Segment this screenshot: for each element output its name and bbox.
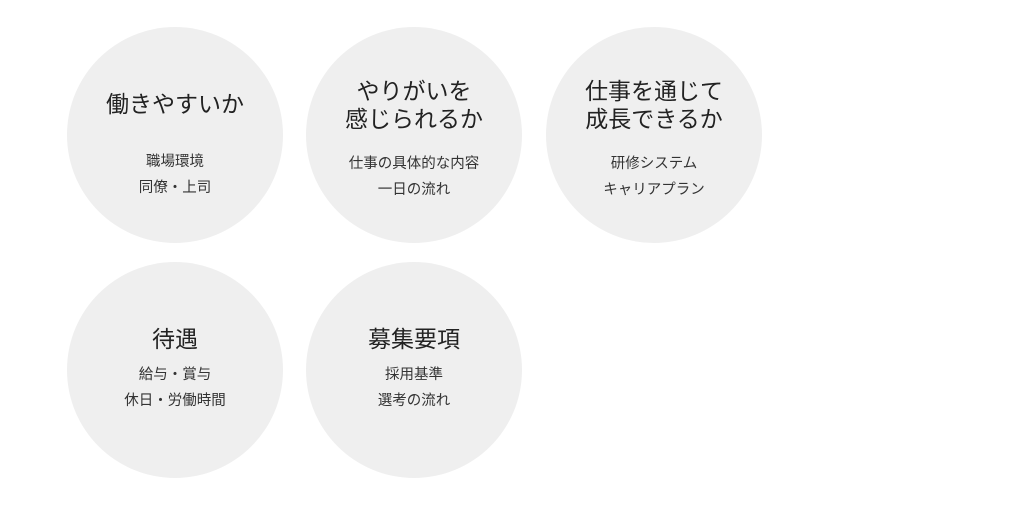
card-work-environment[interactable]: 働きやすいか 職場環境 同僚・上司 <box>67 27 283 243</box>
card-title-line: 待遇 <box>152 327 198 353</box>
card-item: 職場環境 <box>146 154 204 170</box>
card-item-list: 仕事の具体的な内容 一日の流れ <box>349 151 480 203</box>
card-item-list: 採用基準 選考の流れ <box>378 362 451 414</box>
card-compensation[interactable]: 待遇 給与・賞与 休日・労働時間 <box>67 262 283 478</box>
card-title: 仕事を通じて 成長できるか <box>585 78 723 134</box>
card-title-line: 成長できるか <box>585 107 723 133</box>
card-item: キャリアプラン <box>603 182 705 198</box>
card-growth[interactable]: 仕事を通じて 成長できるか 研修システム キャリアプラン <box>546 27 762 243</box>
card-item: 研修システム <box>610 156 698 172</box>
card-item: 採用基準 <box>385 367 443 383</box>
card-title: 働きやすいか <box>106 91 244 119</box>
card-item: 仕事の具体的な内容 <box>348 156 480 172</box>
card-item-list: 研修システム キャリアプラン <box>603 151 705 203</box>
card-title-line: 募集要項 <box>368 327 460 353</box>
card-item: 同僚・上司 <box>138 180 212 196</box>
card-title-line: 働きやすいか <box>106 92 244 118</box>
card-title: 待遇 <box>152 326 198 354</box>
card-item-list: 給与・賞与 休日・労働時間 <box>124 362 226 414</box>
card-rewarding-work[interactable]: やりがいを 感じられるか 仕事の具体的な内容 一日の流れ <box>306 27 522 243</box>
card-item: 一日の流れ <box>377 182 451 198</box>
card-title: やりがいを 感じられるか <box>345 78 483 134</box>
card-item: 選考の流れ <box>377 393 451 409</box>
card-job-requirements[interactable]: 募集要項 採用基準 選考の流れ <box>306 262 522 478</box>
card-title-line: やりがいを <box>356 79 472 105</box>
card-title-line: 仕事を通じて <box>585 79 723 105</box>
card-item-list: 職場環境 同僚・上司 <box>139 149 212 201</box>
card-item: 休日・労働時間 <box>124 393 226 409</box>
card-title-line: 感じられるか <box>345 107 483 133</box>
card-item: 給与・賞与 <box>138 367 212 383</box>
card-title: 募集要項 <box>368 326 460 354</box>
